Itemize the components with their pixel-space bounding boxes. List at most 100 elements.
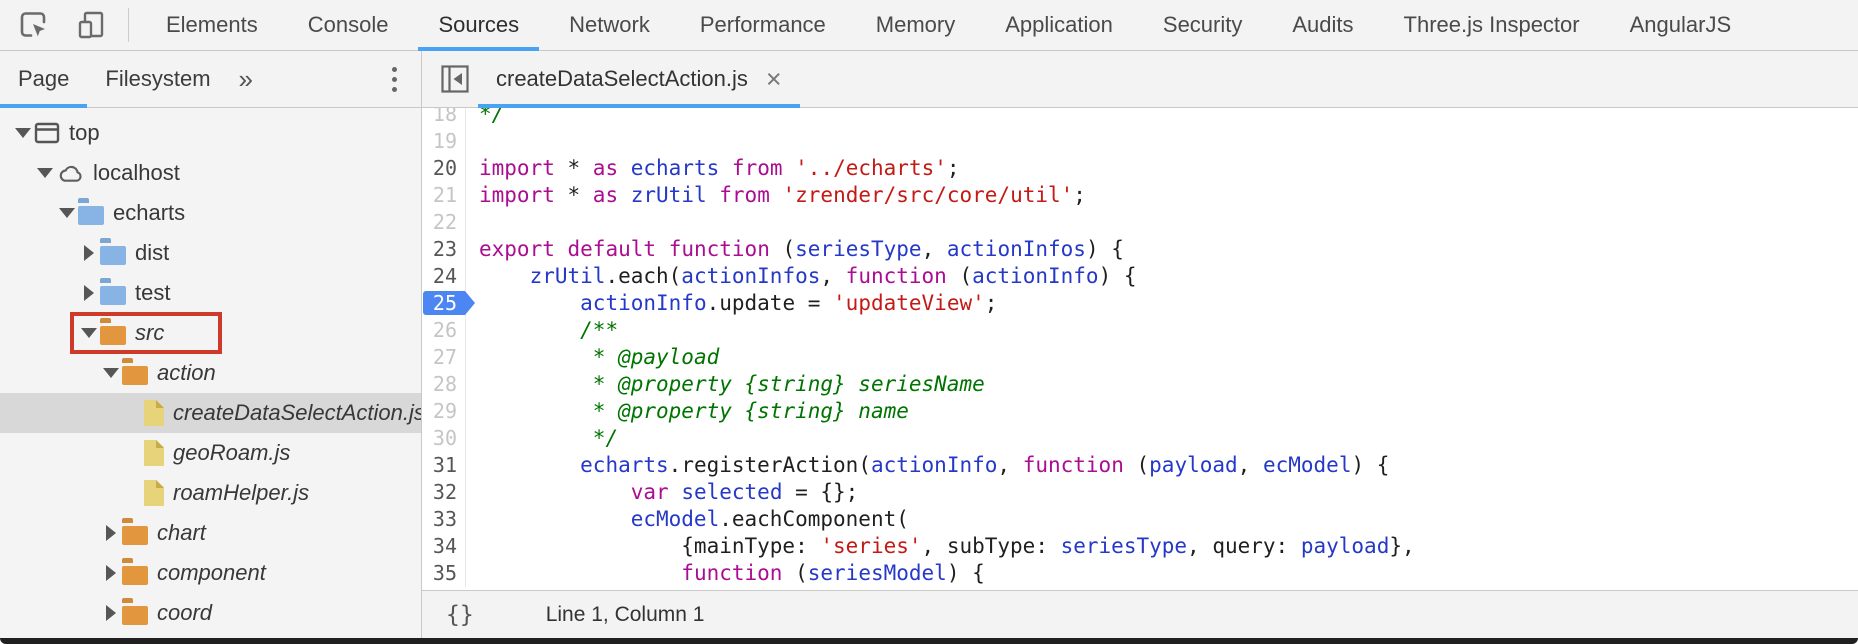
code-text: * @property {string} seriesName [580, 372, 985, 396]
cloud-icon [56, 163, 84, 184]
kebab-menu-icon[interactable] [392, 66, 397, 92]
line-number[interactable]: 22 [422, 209, 466, 236]
code-text: actionInfo.update = 'updateView'; [580, 291, 998, 315]
subbar: Page Filesystem » createDataSelectAction.… [0, 51, 1858, 108]
line-number[interactable]: 28 [422, 371, 466, 398]
expanded-arrow-icon [34, 168, 56, 178]
folder-icon [122, 362, 148, 385]
breakpoint-line-number[interactable]: 25 [422, 290, 466, 317]
window-bottom-edge [0, 638, 1858, 644]
expanded-arrow-icon [56, 208, 78, 218]
code-text: import * as zrUtil from 'zrender/src/cor… [479, 183, 1086, 207]
folder-icon [122, 602, 148, 625]
code-line-26: 26 /** [422, 317, 1858, 344]
more-tabs-chevron-icon[interactable]: » [238, 63, 253, 94]
tree-item-chart[interactable]: chart [0, 513, 421, 553]
tree-item-test[interactable]: test [0, 273, 421, 313]
line-number[interactable]: 32 [422, 479, 466, 506]
tree-item-dist[interactable]: dist [0, 233, 421, 273]
editor-tab-createDataSelectAction[interactable]: createDataSelectAction.js × [478, 51, 800, 108]
line-number[interactable]: 18 [422, 108, 466, 128]
folder-icon [78, 202, 104, 225]
tree-item-roamhelper-js[interactable]: roamHelper.js [0, 473, 421, 513]
tree-item-component[interactable]: component [0, 553, 421, 593]
devtools-tab-security[interactable]: Security [1162, 12, 1243, 37]
editor-status-bar: {} Line 1, Column 1 [422, 590, 1858, 638]
code-line-18: 18 */ [422, 108, 1858, 128]
code-text: */ [580, 426, 619, 450]
tree-item-action[interactable]: action [0, 353, 421, 393]
devtools-toolbar: Elements Console Sources Network Performance… [0, 0, 1858, 51]
navigator-tab-filesystem[interactable]: Filesystem [105, 66, 211, 91]
tree-item-createdataselectaction-js[interactable]: createDataSelectAction.js [0, 393, 421, 433]
devtools-tab-bar: Elements Console Sources Network Performance… [141, 0, 1756, 51]
code-line-31: 31 echarts.registerAction(actionInfo, fu… [422, 452, 1858, 479]
code-line-29: 29 * @property {string} name [422, 398, 1858, 425]
code-line-30: 30 */ [422, 425, 1858, 452]
tree-item-label: top [69, 120, 100, 145]
toolbar-icons [0, 0, 108, 50]
collapsed-arrow-icon [78, 285, 100, 301]
code-text: * @payload [580, 345, 720, 369]
code-text: var selected = {}; [630, 480, 859, 504]
tree-item-src[interactable]: src [0, 313, 421, 353]
code-line-27: 27 * @payload [422, 344, 1858, 371]
devtools-tab-console[interactable]: Console [307, 12, 389, 37]
line-number[interactable]: 24 [422, 263, 466, 290]
devtools-tab-sources[interactable]: Sources [413, 0, 544, 51]
folder-icon [100, 282, 126, 305]
devtools-tab-three-js-inspector[interactable]: Three.js Inspector [1403, 12, 1580, 37]
devtools-tab-angularjs[interactable]: AngularJS [1629, 12, 1732, 37]
code-text: echarts.registerAction(actionInfo, funct… [580, 453, 1390, 477]
navigator-tabs: Page Filesystem [0, 51, 229, 108]
tree-item-top[interactable]: top [0, 113, 421, 153]
tree-item-label: roamHelper.js [173, 480, 310, 505]
tree-item-coord[interactable]: coord [0, 593, 421, 633]
collapsed-arrow-icon [100, 605, 122, 621]
navigator-tab-page[interactable]: Page [0, 51, 88, 108]
editor-tab-label: createDataSelectAction.js [496, 66, 748, 91]
file-icon [144, 400, 164, 426]
line-number[interactable]: 27 [422, 344, 466, 371]
devtools-tab-application[interactable]: Application [1005, 12, 1113, 37]
code-line-33: 33 ecModel.eachComponent( [422, 506, 1858, 533]
tree-item-echarts[interactable]: echarts [0, 193, 421, 233]
frame-icon [34, 121, 60, 145]
line-number[interactable]: 29 [422, 398, 466, 425]
line-number[interactable]: 21 [422, 182, 466, 209]
devtools-tab-performance[interactable]: Performance [699, 12, 826, 37]
line-number[interactable]: 31 [422, 452, 466, 479]
code-text: */ [479, 108, 505, 126]
code-line-28: 28 * @property {string} seriesName [422, 371, 1858, 398]
line-number[interactable]: 34 [422, 533, 466, 560]
device-toolbar-icon[interactable] [74, 8, 108, 42]
line-number[interactable]: 35 [422, 560, 466, 587]
tree-item-label: action [157, 360, 216, 385]
hide-navigator-icon[interactable] [440, 64, 470, 94]
line-number[interactable]: 19 [422, 128, 466, 155]
code-line-19: 19 [422, 128, 1858, 155]
devtools-tab-audits[interactable]: Audits [1292, 12, 1354, 37]
tree-item-georoam-js[interactable]: geoRoam.js [0, 433, 421, 473]
devtools-tab-memory[interactable]: Memory [875, 12, 956, 37]
devtools-tab-elements[interactable]: Elements [166, 12, 258, 37]
close-tab-icon[interactable]: × [765, 63, 782, 94]
tree-item-localhost[interactable]: localhost [0, 153, 421, 193]
pretty-print-button[interactable]: {} [446, 601, 474, 628]
inspect-icon[interactable] [16, 8, 50, 42]
line-number[interactable]: 30 [422, 425, 466, 452]
collapsed-arrow-icon [100, 525, 122, 541]
folder-icon [122, 522, 148, 545]
line-number[interactable]: 20 [422, 155, 466, 182]
line-number[interactable]: 33 [422, 506, 466, 533]
line-number[interactable]: 23 [422, 236, 466, 263]
tree-item-label: createDataSelectAction.js [173, 400, 421, 425]
folder-icon [100, 242, 126, 265]
line-number[interactable]: 26 [422, 317, 466, 344]
code-line-35: 35 function (seriesModel) { [422, 560, 1858, 587]
devtools-tab-network[interactable]: Network [569, 12, 650, 37]
